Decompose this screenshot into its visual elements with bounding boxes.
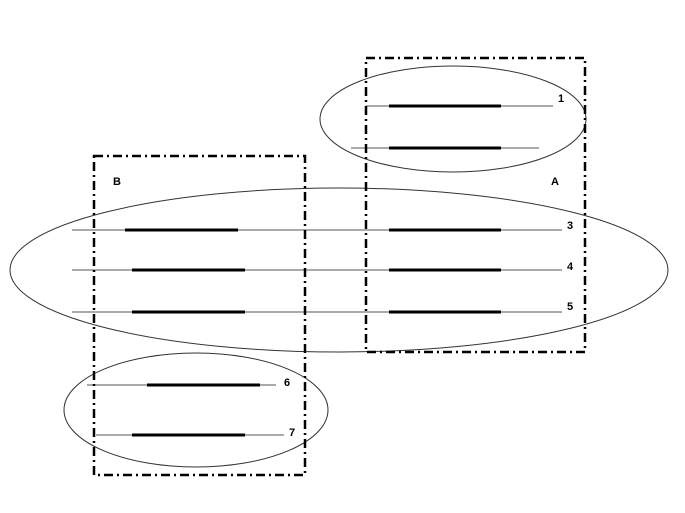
line-label-6: 6 — [284, 377, 290, 389]
line-label-5: 5 — [567, 301, 573, 313]
line-label-3: 3 — [567, 220, 573, 232]
line-label-1: 1 — [558, 93, 564, 105]
ellipse-bottom-group — [63, 352, 329, 468]
box-label-B: B — [113, 176, 121, 188]
chromosome-lines — [72, 104, 562, 437]
box-A — [364, 56, 587, 354]
line-label-7: 7 — [289, 427, 295, 439]
line-label-4: 4 — [567, 261, 574, 273]
dash-dot-boxes — [92, 56, 587, 477]
box-B — [92, 154, 307, 477]
box-label-A: A — [551, 176, 559, 188]
ellipse-top-group — [319, 65, 587, 173]
ellipse-middle-group — [9, 187, 669, 353]
labels: 1 3 4 5 6 7 A B — [113, 93, 574, 439]
